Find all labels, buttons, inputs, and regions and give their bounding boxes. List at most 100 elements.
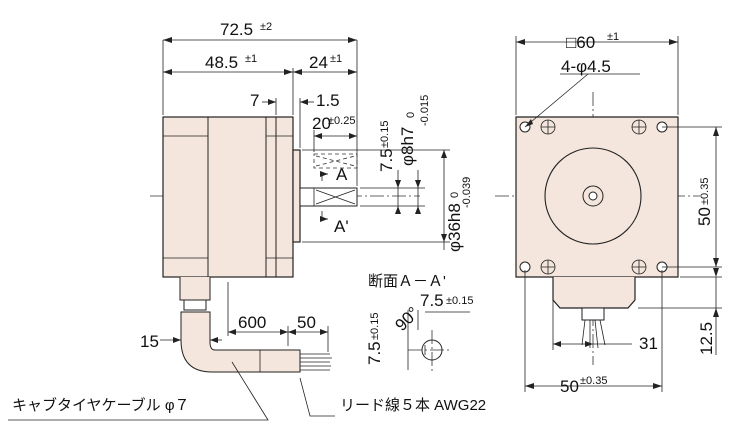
arrow bbox=[415, 180, 421, 188]
section-width-tol: ±0.15 bbox=[446, 295, 473, 307]
arrow bbox=[314, 133, 322, 139]
front-arrowheads bbox=[516, 39, 719, 389]
arrow bbox=[163, 69, 172, 75]
arrow bbox=[163, 37, 172, 43]
lead-15-label: 15 bbox=[140, 332, 159, 351]
section-view: 断面Ａ－Ａ' 7.5 ±0.15 90° 7.5 ±0.15 bbox=[365, 273, 473, 372]
holes-label: 4-φ4.5 bbox=[561, 57, 611, 76]
pilot-dia-label: φ36h8 bbox=[445, 203, 464, 252]
arrow bbox=[713, 127, 719, 136]
cable-grommet bbox=[179, 277, 211, 301]
arrow bbox=[228, 329, 236, 335]
pilot-boss bbox=[292, 149, 301, 243]
arrow bbox=[553, 341, 561, 347]
pitch-h-label: 50 bbox=[560, 377, 579, 396]
screw-head bbox=[631, 259, 647, 275]
arrow bbox=[280, 329, 288, 335]
arrow bbox=[441, 150, 447, 158]
flat-depth-label: 7.5 bbox=[377, 148, 396, 172]
front-dimensions bbox=[515, 36, 722, 392]
arrow bbox=[173, 337, 181, 343]
lead-600-label: 600 bbox=[238, 313, 266, 332]
arrow bbox=[653, 383, 662, 389]
shaft-dia-tol-upper: 0 bbox=[405, 112, 417, 118]
lead-50-label: 50 bbox=[297, 313, 316, 332]
arrow bbox=[395, 206, 401, 214]
shaft-dia-tol-lower: -0.015 bbox=[419, 95, 431, 126]
shaft-length-tol: ±1 bbox=[330, 53, 342, 65]
square-tol: ±1 bbox=[607, 31, 619, 43]
arrow bbox=[349, 133, 357, 139]
arrow bbox=[320, 329, 328, 335]
arrow bbox=[268, 99, 276, 105]
arrow bbox=[415, 206, 421, 214]
side-arrowheads bbox=[163, 37, 447, 343]
dim-1-5-label: 1.5 bbox=[316, 91, 340, 110]
arrow bbox=[516, 39, 525, 45]
front-cable bbox=[581, 307, 605, 321]
side-texts: 72.5 ±2 48.5 ±1 24 ±1 7 1.5 20 ±0.25 A A… bbox=[140, 20, 473, 351]
body-length-label: 48.5 bbox=[205, 53, 238, 72]
arrow bbox=[210, 337, 218, 343]
front-view bbox=[495, 92, 700, 365]
cable-label: キャブタイヤケーブル φ７ bbox=[12, 396, 190, 414]
motor-body bbox=[162, 116, 294, 278]
section-depth-tol: ±0.15 bbox=[369, 313, 381, 340]
section-title: 断面Ａ－Ａ' bbox=[368, 273, 446, 290]
front-leads bbox=[581, 319, 606, 349]
shaft-center bbox=[588, 191, 598, 201]
dim-7-label: 7 bbox=[250, 91, 259, 110]
section-depth-label: 7.5 bbox=[365, 341, 384, 365]
callouts: キャブタイヤケーブル φ７ リード線５本 AWG22 bbox=[8, 361, 486, 421]
arrow bbox=[348, 69, 357, 75]
leader-holes bbox=[524, 73, 589, 128]
section-angle-label: 90° bbox=[391, 303, 423, 335]
arrow bbox=[525, 119, 533, 127]
arrow bbox=[395, 180, 401, 188]
pitch-h-tol: ±0.35 bbox=[580, 375, 607, 387]
pilot-tol-upper: 0 bbox=[449, 192, 461, 198]
screw-head bbox=[631, 119, 647, 135]
front-texts: □60 ±1 4-φ4.5 50 ±0.35 12.5 31 50 ±0.35 bbox=[560, 31, 716, 396]
flat-length-label: 20 bbox=[312, 114, 331, 133]
overall-length-label: 72.5 bbox=[220, 20, 253, 39]
lead-wires bbox=[300, 353, 332, 371]
screw-head bbox=[540, 119, 556, 135]
section-a-prime-label: A' bbox=[334, 217, 349, 236]
flat-depth-tol: ±0.15 bbox=[379, 121, 391, 148]
shaft bbox=[299, 187, 358, 207]
arrow bbox=[284, 69, 293, 75]
overall-length-tol: ±2 bbox=[260, 21, 272, 33]
flat-length-tol: ±0.25 bbox=[328, 115, 355, 127]
arrow bbox=[300, 99, 308, 105]
section-width-label: 7.5 bbox=[420, 291, 444, 310]
arrow bbox=[348, 37, 357, 43]
pitch-v-label: 50 bbox=[695, 207, 714, 226]
flat-cross bbox=[315, 189, 356, 205]
dim-12-5-label: 12.5 bbox=[697, 322, 716, 355]
cabtire-cable bbox=[180, 311, 301, 373]
arrow bbox=[441, 234, 447, 242]
pilot-tol-lower: -0.039 bbox=[461, 177, 473, 208]
lead-label: リード線５本 AWG22 bbox=[340, 397, 486, 414]
square-label: □60 bbox=[566, 33, 595, 52]
shaft-dia-label: φ8h7 bbox=[398, 127, 417, 166]
shaft-length-label: 24 bbox=[309, 53, 328, 72]
arrow bbox=[293, 69, 302, 75]
side-view bbox=[150, 116, 420, 373]
body-length-tol: ±1 bbox=[245, 53, 257, 65]
arrow bbox=[713, 258, 719, 267]
lead-leader bbox=[299, 377, 335, 417]
arrow bbox=[713, 268, 719, 277]
arrow bbox=[713, 308, 719, 317]
cable-leader bbox=[8, 361, 269, 421]
cable-boss bbox=[552, 277, 636, 309]
cable-clamp bbox=[183, 299, 207, 311]
section-a-label: A bbox=[336, 165, 348, 184]
arrow bbox=[288, 329, 296, 335]
pitch-v-tol: ±0.35 bbox=[699, 178, 711, 205]
arrow bbox=[585, 341, 593, 347]
screw-head bbox=[540, 259, 556, 275]
